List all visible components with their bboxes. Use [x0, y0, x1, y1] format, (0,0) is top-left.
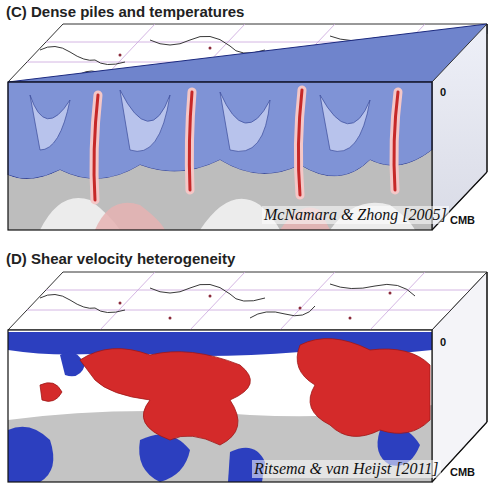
panel-title: (C) Dense piles and temperatures: [6, 3, 244, 20]
depth-label: CMB: [450, 214, 475, 226]
panel-c-box: [8, 24, 487, 230]
depth-label: 0: [440, 86, 446, 98]
panel-d-box: [8, 272, 487, 482]
depth-label: CMB: [450, 466, 475, 478]
citation: Ritsema & van Heijst [2011]: [252, 460, 441, 478]
citation: McNamara & Zhong [2005]: [262, 206, 449, 224]
depth-label: 0: [440, 336, 446, 348]
panel-title: (D) Shear velocity heterogeneity: [6, 250, 235, 267]
